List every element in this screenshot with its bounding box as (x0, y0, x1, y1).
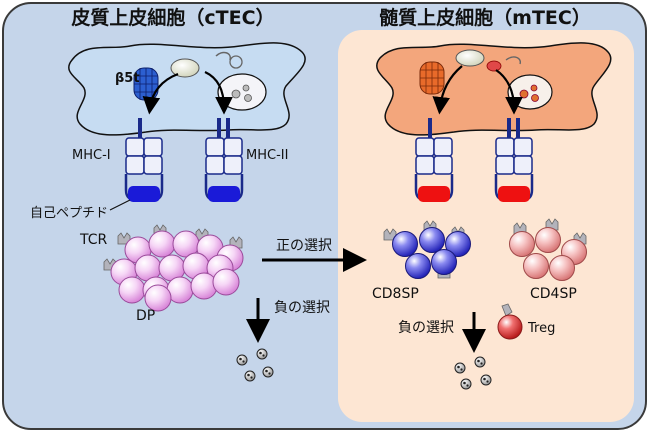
ctec-mhc1-peptide (128, 186, 160, 202)
mtec-arrow-mhc2 (495, 69, 523, 115)
dp-thymocyte (212, 268, 240, 296)
ctec-cell: β5t (68, 42, 306, 136)
ctec-mhc1 (124, 118, 164, 202)
mtec-title: 髄質上皮細胞（mTEC） (379, 6, 591, 29)
ctec-apoptotic-cells (236, 348, 274, 382)
cd8sp-thymocyte (445, 231, 471, 257)
mtec-mhc2 (494, 118, 534, 202)
ctec-title: 皮質上皮細胞（cTEC） (71, 6, 274, 29)
mtec-apoptotic-cells (454, 356, 492, 390)
apoptotic-cell-icon (474, 356, 486, 368)
mhc1-label: MHC-I (72, 148, 111, 163)
cd8sp-label: CD8SP (372, 286, 419, 302)
apoptotic-cell-icon (244, 370, 256, 382)
dp-thymocyte (148, 230, 176, 258)
dp-thymocyte (118, 276, 146, 304)
cd8sp-thymocyte (419, 227, 445, 253)
mtec-arrow-mhc1 (432, 65, 463, 115)
cd8sp-cluster (392, 227, 471, 279)
self-peptide-label: 自己ペプチド (30, 206, 108, 221)
beta5t-label: β5t (115, 71, 140, 86)
treg-label: Treg (527, 321, 555, 336)
ctec-endosome (217, 73, 267, 111)
cd4sp-thymocyte (535, 227, 561, 253)
apoptotic-cell-icon (256, 348, 268, 360)
cd8sp-thymocyte (405, 253, 431, 279)
mtec-mhc2-peptide (498, 186, 530, 202)
mtec-proteasome-icon (419, 61, 445, 95)
ctec-nucleus (170, 58, 200, 78)
ctec-arrow-mhc1 (142, 72, 179, 115)
cd4sp-thymocyte (523, 253, 549, 279)
apoptotic-cell-icon (480, 374, 492, 386)
ctec-mhc2-peptide (208, 186, 240, 202)
ctec-negative-selection-label: 負の選択 (274, 300, 330, 316)
positive-selection-label: 正の選択 (276, 238, 332, 254)
cd4sp-thymocyte (549, 255, 575, 281)
cd8sp-thymocyte (392, 231, 418, 257)
mtec-cell (376, 42, 612, 136)
mtec-mhc1 (414, 118, 454, 202)
cd4sp-thymocyte (509, 231, 535, 257)
cd4sp-cluster (509, 227, 587, 281)
mtec-nucleus (455, 49, 485, 67)
apoptotic-cell-icon (236, 354, 248, 366)
dp-label: DP (136, 308, 155, 324)
mtec-negative-selection-label: 負の選択 (398, 320, 454, 336)
cd8sp-thymocyte (431, 249, 457, 275)
dp-thymocyte (190, 272, 218, 300)
mtec-mhc1-peptide (418, 186, 450, 202)
mhc2-label: MHC-II (246, 148, 288, 163)
ctec-mhc2 (204, 118, 244, 202)
treg-cell (497, 303, 523, 340)
self-peptide-pointer (109, 199, 131, 211)
ctec-arrow-mhc2 (204, 71, 233, 115)
apoptotic-cell-icon (460, 378, 472, 390)
tcr-label: TCR (79, 232, 108, 248)
dp-thymocyte-cluster (110, 230, 244, 312)
dp-thymocyte (144, 284, 172, 312)
cd4sp-label: CD4SP (530, 286, 577, 302)
apoptotic-cell-icon (454, 362, 466, 374)
ctec-proteasome-icon (133, 67, 159, 101)
apoptotic-cell-icon (262, 366, 274, 378)
